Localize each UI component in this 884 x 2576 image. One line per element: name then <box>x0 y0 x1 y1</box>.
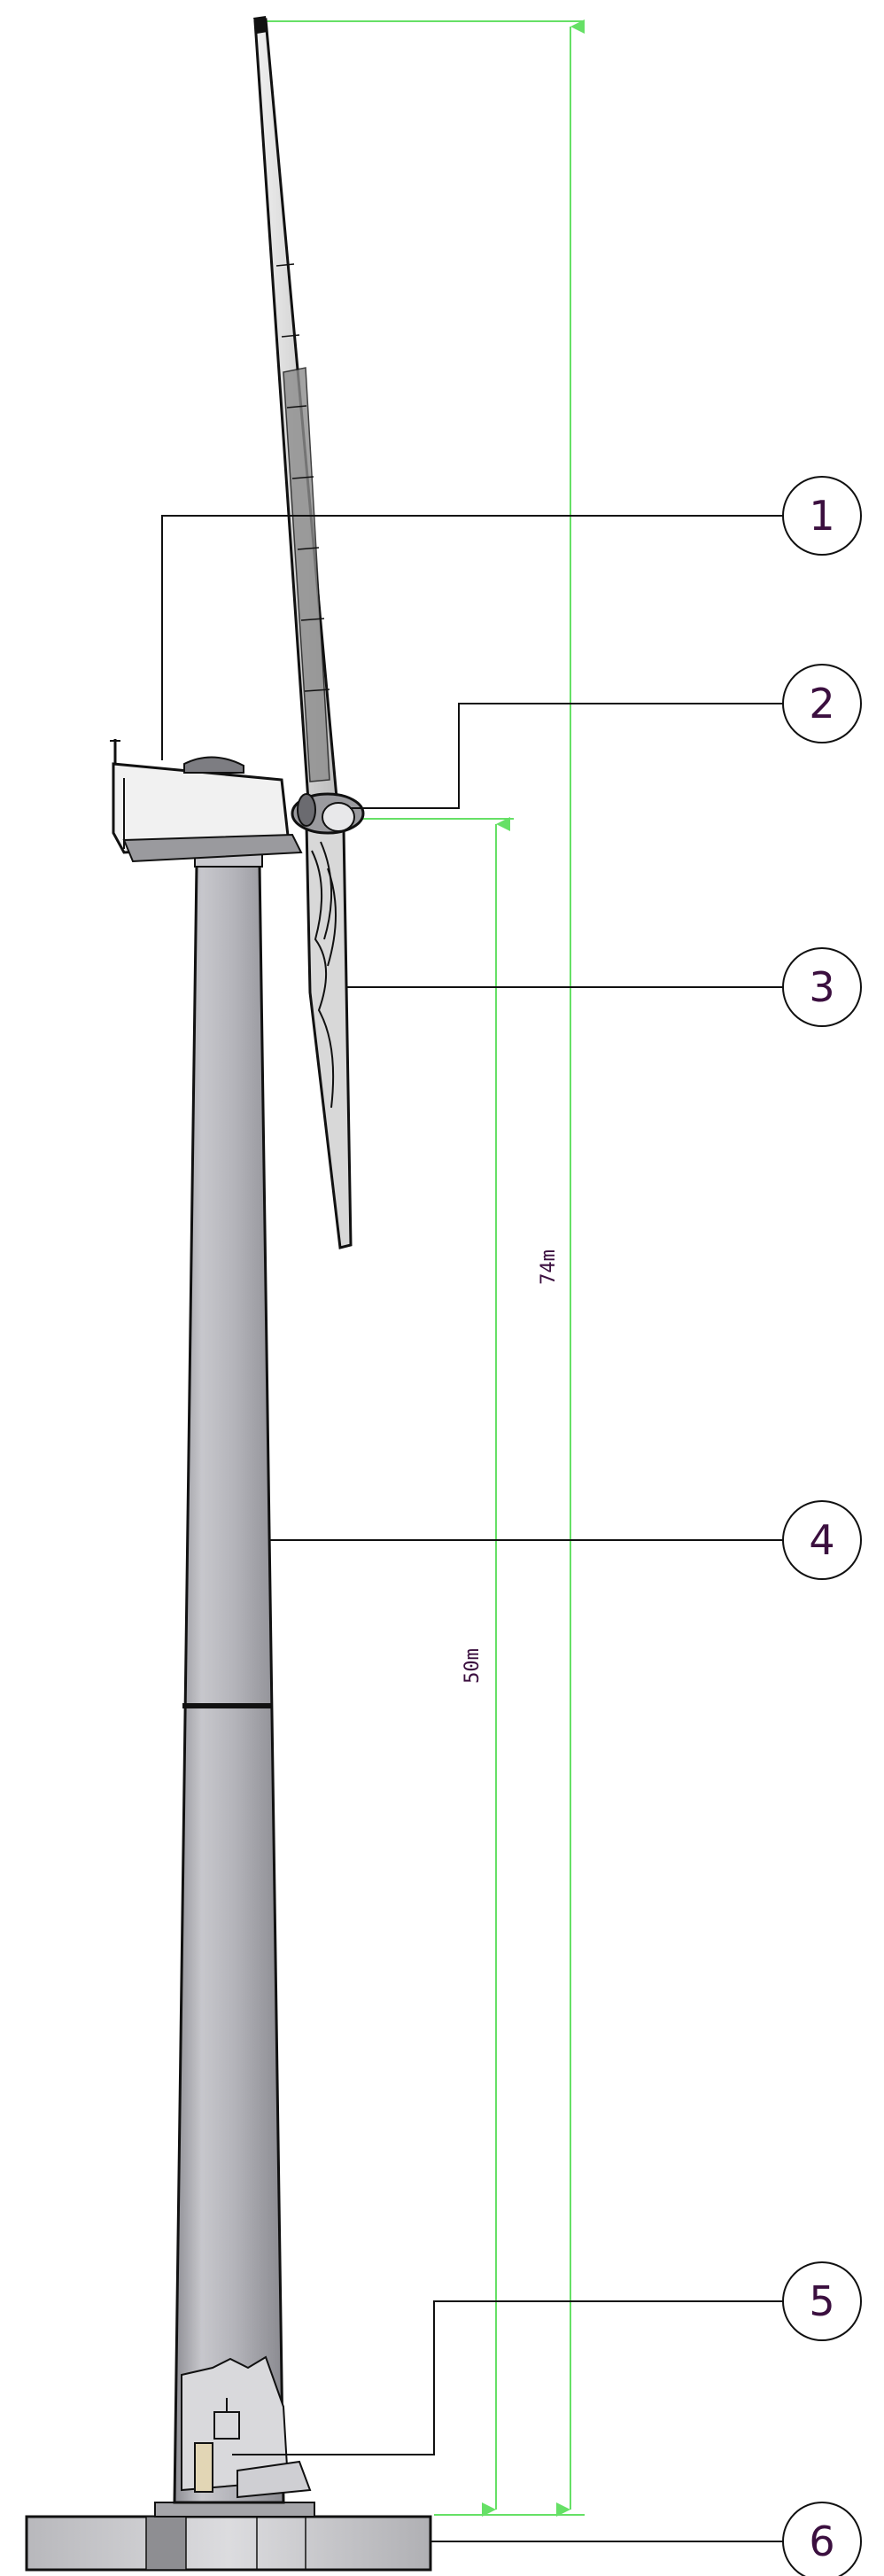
callout-2: 2 <box>782 664 862 743</box>
leader-5 <box>232 2300 783 2455</box>
callout-6: 6 <box>782 2502 862 2576</box>
callout-5-number: 5 <box>809 2277 834 2325</box>
callout-4: 4 <box>782 1500 862 1580</box>
leader-lines <box>161 515 783 2542</box>
leader-1 <box>161 515 783 760</box>
callout-4-number: 4 <box>809 1516 834 1564</box>
callout-3-number: 3 <box>809 963 834 1011</box>
leader-2 <box>350 703 783 809</box>
rotor-hub <box>291 792 365 835</box>
callout-2-number: 2 <box>809 680 834 728</box>
blade-lower <box>305 822 353 1249</box>
callout-3: 3 <box>782 947 862 1027</box>
total-height-label: 74m <box>538 1249 560 1285</box>
callout-1: 1 <box>782 476 862 556</box>
callout-1-number: 1 <box>809 492 834 540</box>
nacelle <box>110 739 303 863</box>
callout-6-number: 6 <box>809 2518 834 2565</box>
foundation <box>25 2502 432 2572</box>
tower-door <box>194 2442 213 2493</box>
callout-5: 5 <box>782 2261 862 2341</box>
hub-height-label: 50m <box>461 1648 484 1684</box>
blade-upper <box>253 16 338 803</box>
tower <box>173 848 312 2504</box>
